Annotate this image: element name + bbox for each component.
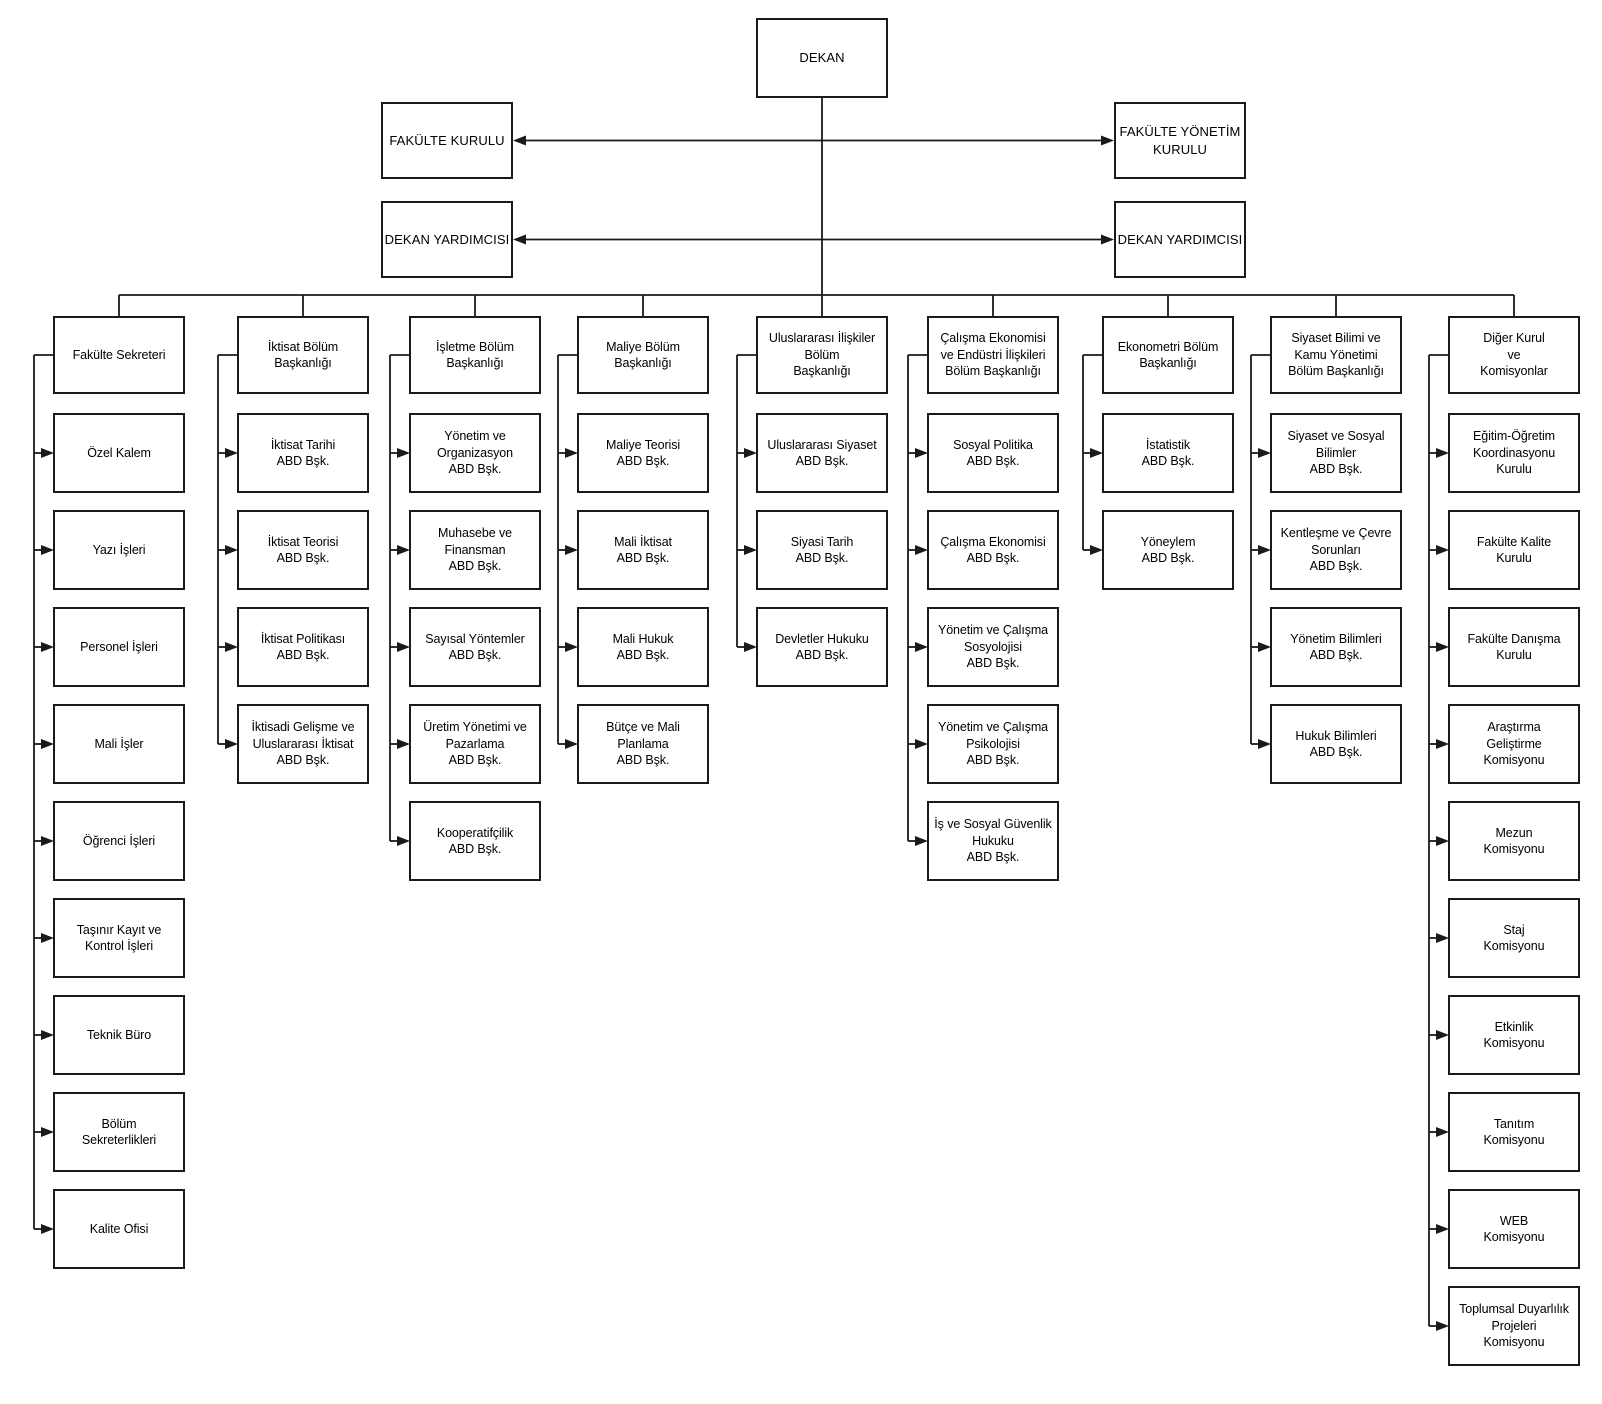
org-node-teknik-buro: Teknik Büro (53, 995, 185, 1075)
org-node-i-ktisadi-gelisme-ve: İktisadi Gelişme ve Uluslararası İktisat… (237, 704, 369, 784)
org-node-etkinlik: Etkinlik Komisyonu (1448, 995, 1580, 1075)
org-node-i-s-ve-sosyal-guvenlik: İş ve Sosyal Güvenlik Hukuku ABD Bşk. (927, 801, 1059, 881)
column-header-siyaset-bilimi-ve: Siyaset Bilimi ve Kamu Yönetimi Bölüm Ba… (1270, 316, 1402, 394)
org-node-yonetim-bilimleri: Yönetim Bilimleri ABD Bşk. (1270, 607, 1402, 687)
org-node-personel-i-sleri: Personel İşleri (53, 607, 185, 687)
dekan-box: DEKAN (756, 18, 888, 98)
column-header-fakulte-sekreteri: Fakülte Sekreteri (53, 316, 185, 394)
org-node-fakulte-danisma: Fakülte Danışma Kurulu (1448, 607, 1580, 687)
column-header-maliye-bolum: Maliye Bölüm Başkanlığı (577, 316, 709, 394)
org-node-i-ktisat-tarihi: İktisat Tarihi ABD Bşk. (237, 413, 369, 493)
org-node-siyasi-tarih: Siyasi Tarih ABD Bşk. (756, 510, 888, 590)
org-node-bolum: Bölüm Sekreterlikleri (53, 1092, 185, 1172)
org-node-yonetim-ve: Yönetim ve Organizasyon ABD Bşk. (409, 413, 541, 493)
org-node-ozel-kalem: Özel Kalem (53, 413, 185, 493)
org-node-web: WEB Komisyonu (1448, 1189, 1580, 1269)
org-node-siyaset-ve-sosyal: Siyaset ve Sosyal Bilimler ABD Bşk. (1270, 413, 1402, 493)
org-node-i-ktisat-politikasi: İktisat Politikası ABD Bşk. (237, 607, 369, 687)
org-node-mali-i-sler: Mali İşler (53, 704, 185, 784)
column-header-i-ktisat-bolum: İktisat Bölüm Başkanlığı (237, 316, 369, 394)
org-node-kooperatifcilik: Kooperatifçilik ABD Bşk. (409, 801, 541, 881)
fakulte-yonetim-kurulu-box: FAKÜLTE YÖNETİM KURULU (1114, 102, 1246, 179)
org-node-i-statistik: İstatistik ABD Bşk. (1102, 413, 1234, 493)
column-header-i-sletme-bolum: İşletme Bölüm Başkanlığı (409, 316, 541, 394)
fakulte-kurulu-box: FAKÜLTE KURULU (381, 102, 513, 179)
column-header-calisma-ekonomisi: Çalışma Ekonomisi ve Endüstri İlişkileri… (927, 316, 1059, 394)
org-node-devletler-hukuku: Devletler Hukuku ABD Bşk. (756, 607, 888, 687)
org-node-mali-hukuk: Mali Hukuk ABD Bşk. (577, 607, 709, 687)
org-node-yoneylem: Yöneylem ABD Bşk. (1102, 510, 1234, 590)
org-node-sosyal-politika: Sosyal Politika ABD Bşk. (927, 413, 1059, 493)
org-node-staj: Staj Komisyonu (1448, 898, 1580, 978)
column-header-uluslararasi-i-liskiler: Uluslararası İlişkiler Bölüm Başkanlığı (756, 316, 888, 394)
column-header-ekonometri-bolum: Ekonometri Bölüm Başkanlığı (1102, 316, 1234, 394)
org-node-tasinir-kayit-ve: Taşınır Kayıt ve Kontrol İşleri (53, 898, 185, 978)
org-node-arastirma: Araştırma Geliştirme Komisyonu (1448, 704, 1580, 784)
org-node-tanitim: Tanıtım Komisyonu (1448, 1092, 1580, 1172)
org-node-hukuk-bilimleri: Hukuk Bilimleri ABD Bşk. (1270, 704, 1402, 784)
org-node-uretim-yonetimi-ve: Üretim Yönetimi ve Pazarlama ABD Bşk. (409, 704, 541, 784)
org-node-mali-i-ktisat: Mali İktisat ABD Bşk. (577, 510, 709, 590)
org-node-muhasebe-ve: Muhasebe ve Finansman ABD Bşk. (409, 510, 541, 590)
org-node-yonetim-ve-calisma: Yönetim ve Çalışma Sosyolojisi ABD Bşk. (927, 607, 1059, 687)
org-node-butce-ve-mali: Bütçe ve Mali Planlama ABD Bşk. (577, 704, 709, 784)
org-node-sayisal-yontemler: Sayısal Yöntemler ABD Bşk. (409, 607, 541, 687)
org-node-toplumsal-duyarlilik: Toplumsal Duyarlılık Projeleri Komisyonu (1448, 1286, 1580, 1366)
org-node-kalite-ofisi: Kalite Ofisi (53, 1189, 185, 1269)
org-node-yonetim-ve-calisma: Yönetim ve Çalışma Psikolojisi ABD Bşk. (927, 704, 1059, 784)
org-node-yazi-i-sleri: Yazı İşleri (53, 510, 185, 590)
org-node-fakulte-kalite: Fakülte Kalite Kurulu (1448, 510, 1580, 590)
org-node-egitim-ogretim: Eğitim-Öğretim Koordinasyonu Kurulu (1448, 413, 1580, 493)
org-node-i-ktisat-teorisi: İktisat Teorisi ABD Bşk. (237, 510, 369, 590)
column-header-diger-kurul: Diğer Kurul ve Komisyonlar (1448, 316, 1580, 394)
dekan-yardimcisi-right-box: DEKAN YARDIMCISI (1114, 201, 1246, 278)
org-node-mezun: Mezun Komisyonu (1448, 801, 1580, 881)
org-node-kentlesme-ve-cevre: Kentleşme ve Çevre Sorunları ABD Bşk. (1270, 510, 1402, 590)
org-node-maliye-teorisi: Maliye Teorisi ABD Bşk. (577, 413, 709, 493)
org-node-uluslararasi-siyaset: Uluslararası Siyaset ABD Bşk. (756, 413, 888, 493)
org-node-calisma-ekonomisi: Çalışma Ekonomisi ABD Bşk. (927, 510, 1059, 590)
org-node-ogrenci-i-sleri: Öğrenci İşleri (53, 801, 185, 881)
dekan-yardimcisi-left-box: DEKAN YARDIMCISI (381, 201, 513, 278)
